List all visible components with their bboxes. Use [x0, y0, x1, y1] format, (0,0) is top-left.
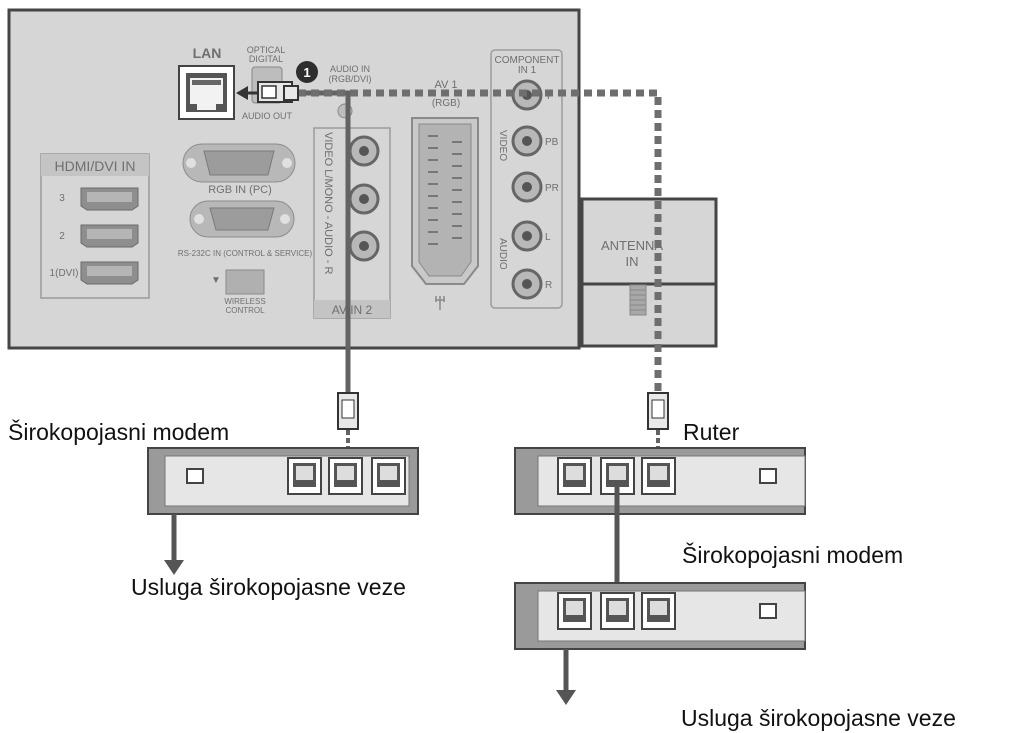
component-jack-l: L	[545, 232, 551, 243]
service-arrow-right	[556, 690, 576, 705]
router-small-port	[759, 468, 777, 484]
component-jack-r: R	[545, 280, 552, 291]
modem-right-ports	[557, 592, 676, 630]
audio-out-label: AUDIO OUT	[242, 111, 293, 121]
hdmi-group: HDMI/DVI IN 3 2 1(DVI)	[40, 153, 150, 299]
modem-left-ports	[287, 457, 406, 495]
antenna-label-1: ANTENNA	[601, 238, 663, 253]
lan-arrow-head	[236, 86, 248, 100]
wireless-triangle: ▼	[211, 275, 221, 286]
hdmi-title: HDMI/DVI IN	[55, 158, 136, 174]
audio-in-label-2: (RGB/DVI)	[328, 74, 371, 84]
antenna-box: ANTENNA IN	[580, 197, 718, 348]
router	[514, 447, 806, 515]
component-jack-pr: PR	[545, 183, 559, 194]
modem-right-small-port	[759, 603, 777, 619]
component-label-1: COMPONENT	[495, 55, 560, 66]
lan-cable-router	[298, 89, 662, 393]
component-audio-label: AUDIO	[497, 238, 508, 270]
av1-rgb-label: (RGB)	[432, 98, 460, 109]
service-arrow-left	[164, 560, 184, 575]
av-in2-group: AV IN 2 VIDEO L/MONO - AUDIO - R	[313, 127, 391, 319]
lan-label: LAN	[193, 45, 222, 61]
label-modem-right: Širokopojasni modem	[682, 541, 903, 568]
label-service-left: Usluga širokopojasne veze	[131, 574, 406, 600]
component-label-2: IN 1	[518, 65, 537, 76]
av-vertical-label: VIDEO L/MONO - AUDIO - R	[322, 132, 334, 274]
audio-in-label-1: AUDIO IN	[330, 64, 370, 74]
step-number-circle	[296, 61, 318, 83]
modem-right	[514, 582, 806, 705]
hdmi-port-1-label: 1(DVI)	[50, 268, 79, 279]
wireless-port	[225, 269, 265, 295]
component-jack-pb: PB	[545, 137, 559, 148]
lan-plug-router	[647, 392, 669, 430]
hdmi-port-3-label: 3	[59, 193, 65, 204]
component-video-label: VIDEO	[497, 130, 508, 161]
antenna-label-2: IN	[626, 254, 639, 269]
optical-label-2: DIGITAL	[249, 54, 283, 64]
label-router: Ruter	[683, 419, 740, 445]
rs232-port	[189, 200, 295, 238]
rgb-in-label: RGB IN (PC)	[208, 184, 272, 196]
modem-left-small-port	[186, 468, 204, 484]
label-modem-left: Širokopojasni modem	[8, 418, 229, 445]
av1-label: AV 1	[434, 79, 457, 91]
hdmi-port-2-label: 2	[59, 231, 65, 242]
step-number: 1	[303, 65, 310, 80]
optical-label-1: OPTICAL	[247, 45, 286, 55]
tv-panel-body	[7, 8, 581, 350]
modem-left	[147, 447, 419, 575]
wireless-label-1: WIRELESS	[224, 297, 265, 306]
tv-back-panel: LAN OPTICAL DIGITAL AUDIO OUT AUDIO IN (…	[7, 8, 581, 350]
av-in2-label: AV IN 2	[332, 303, 373, 317]
rgb-in-port	[182, 143, 296, 183]
lan-plug-tv	[257, 81, 299, 103]
scart-port	[411, 117, 479, 310]
lan-plug-modem	[337, 392, 359, 430]
wireless-label-2: CONTROL	[225, 306, 265, 315]
cables: 1	[236, 61, 669, 458]
label-service-right: Usluga širokopojasne veze	[681, 705, 956, 731]
lan-port	[178, 65, 235, 120]
rs232-label: RS-232C IN (CONTROL & SERVICE)	[178, 249, 313, 258]
router-ports	[557, 457, 676, 495]
